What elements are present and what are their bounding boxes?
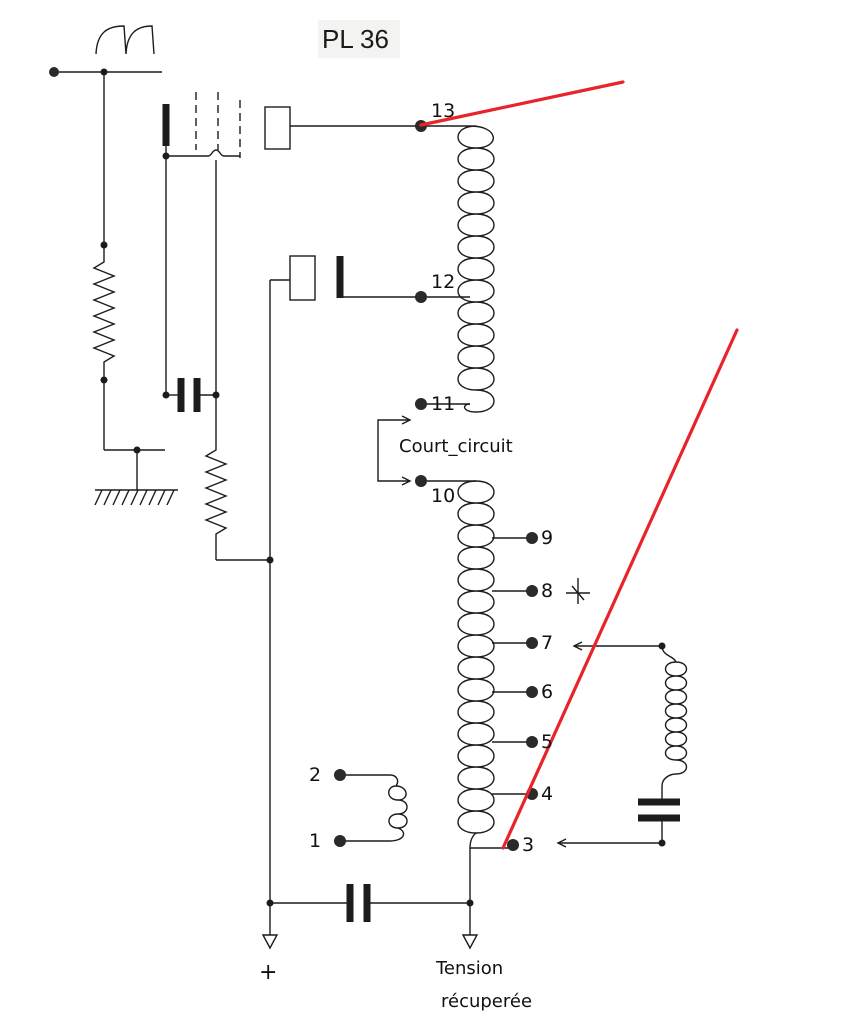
terminal-4-label: 4 [541, 783, 554, 805]
terminal-9-dot [526, 532, 538, 544]
terminal-8-label: 8 [541, 580, 554, 602]
red-annotation-stroke [501, 328, 739, 850]
input-waveform-icon [95, 25, 155, 55]
transformer-upper-coil [457, 125, 495, 413]
terminal-3-wire [469, 832, 508, 849]
yoke-arrow-icon [556, 838, 567, 848]
terminal-2-dot [334, 769, 346, 781]
recovered-voltage-arrow-icon [461, 934, 479, 950]
terminal-11-label: 11 [431, 393, 456, 415]
short-circuit-label: Court_circuit [399, 436, 513, 457]
terminal-3-dot [507, 839, 519, 851]
recuperee-label: récuperée [441, 991, 533, 1012]
grid-resistor [92, 245, 116, 380]
terminal-7-dot [526, 637, 538, 649]
red-annotation-stroke [419, 80, 625, 127]
terminal-9-label: 9 [541, 527, 554, 549]
terminal-10-dot [415, 475, 427, 487]
terminal-13-label: 13 [431, 100, 456, 122]
terminal-1-label: 1 [309, 830, 322, 852]
title-box [318, 20, 400, 58]
anode-cap [264, 106, 291, 150]
yoke-arrow-icon [572, 641, 583, 651]
terminal-5-label: 5 [541, 731, 554, 753]
short-circuit-link [377, 419, 410, 482]
terminal-5-dot [526, 736, 538, 748]
auxiliary-winding [346, 774, 408, 842]
rectifier-anode-cap [289, 255, 316, 301]
ground-icon [94, 489, 178, 506]
terminal-1-dot [334, 835, 346, 847]
terminal-3-label: 3 [522, 834, 535, 856]
input-terminal [49, 67, 59, 77]
page-title: PL 36 [322, 24, 389, 54]
plus-label: + [259, 960, 278, 985]
terminal-11-dot [415, 398, 427, 410]
deflection-coil [661, 645, 688, 800]
short-circuit-arrow-icon [401, 415, 412, 425]
transformer-lower-coil [457, 480, 495, 834]
wire-crossover [207, 149, 240, 157]
terminal-6-label: 6 [541, 681, 554, 703]
terminal-7-label: 7 [541, 632, 554, 654]
terminal-12-label: 12 [431, 271, 456, 293]
terminal-6-dot [526, 686, 538, 698]
cross-mark-icon [566, 578, 590, 604]
plus-arrow-icon [261, 934, 279, 950]
terminal-8-dot [526, 585, 538, 597]
terminal-12-dot [415, 291, 427, 303]
terminal-10-label: 10 [431, 485, 456, 507]
screen-resistor [204, 395, 228, 560]
terminal-2-label: 2 [309, 764, 322, 786]
short-circuit-arrow-icon [401, 476, 412, 486]
tension-label: Tension [436, 958, 504, 979]
